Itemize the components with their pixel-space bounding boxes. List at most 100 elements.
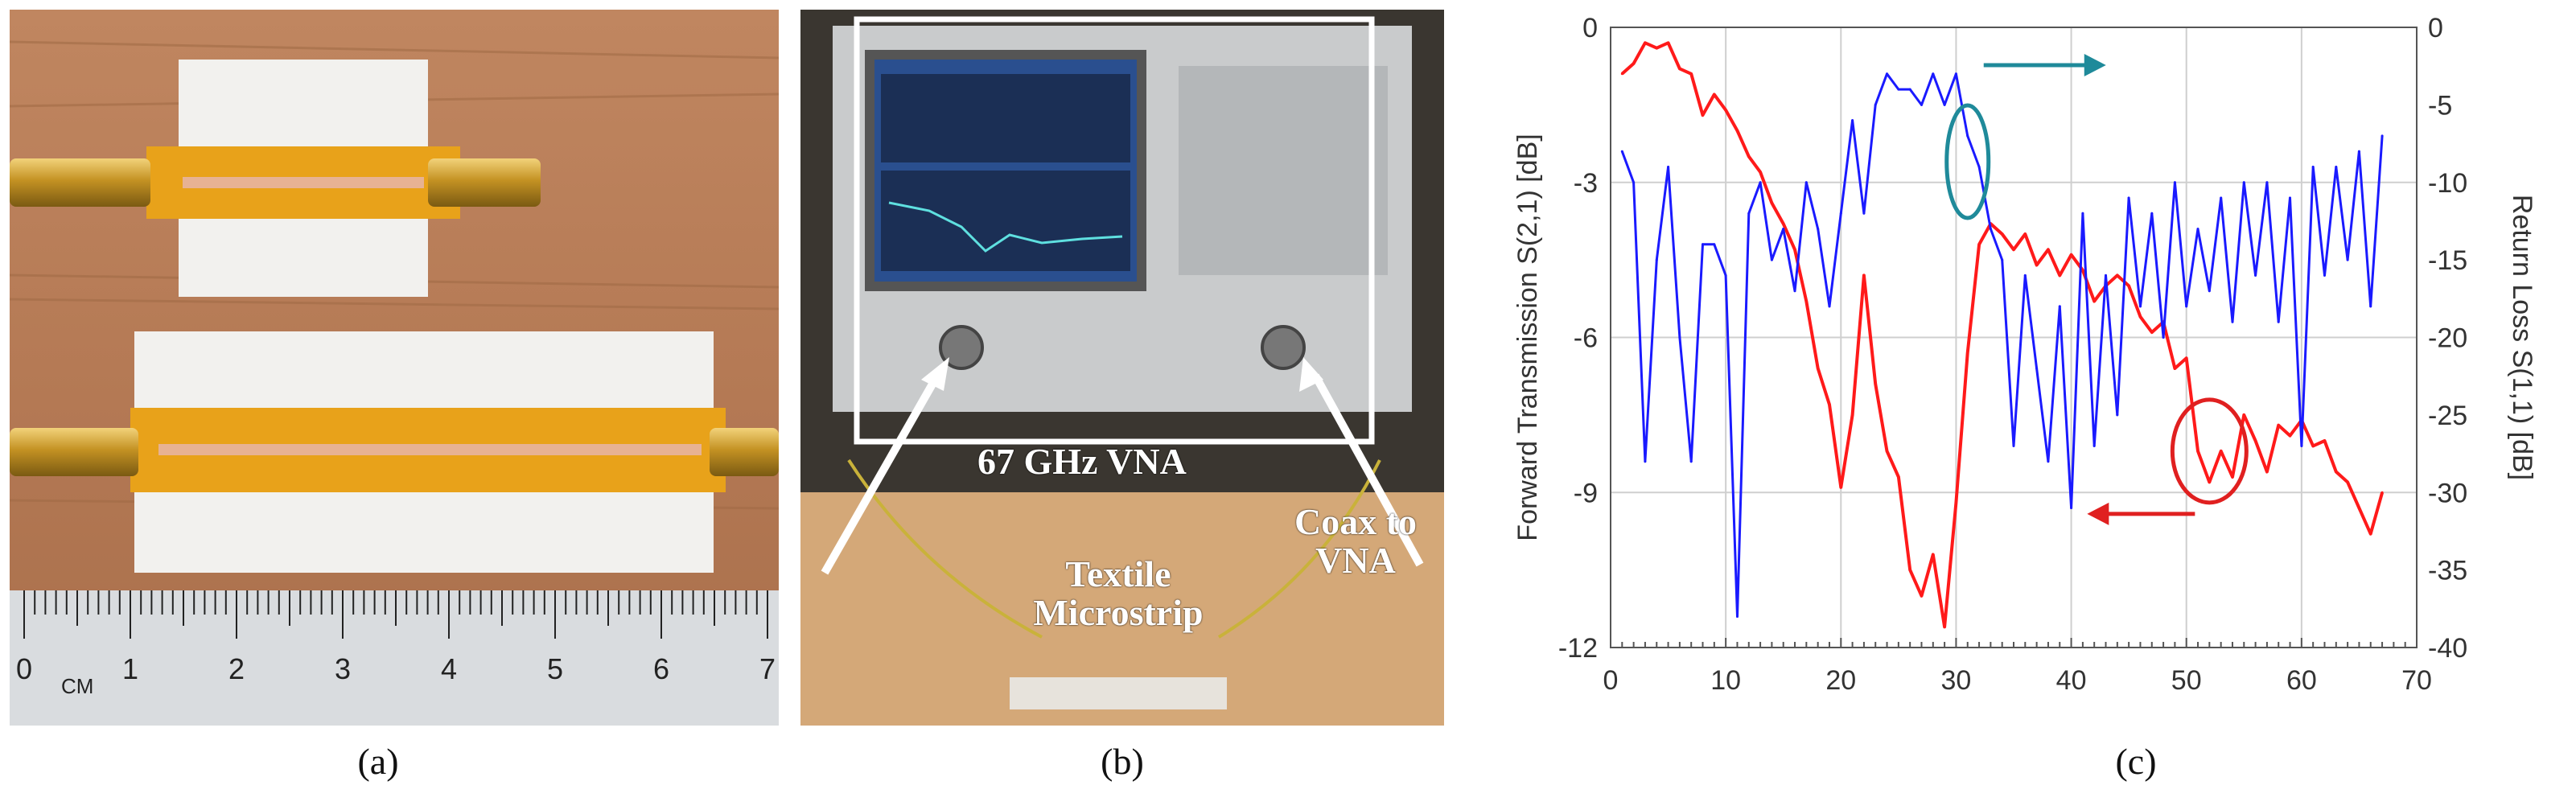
series-point-s11 xyxy=(2058,305,2061,308)
series-point-s11 xyxy=(2311,166,2315,168)
vna-setup-photo xyxy=(800,10,1444,726)
series-point-s11 xyxy=(1793,290,1796,293)
y2-tick-label: -20 xyxy=(2428,323,2467,354)
series-point-s21 xyxy=(2346,480,2349,483)
series-point-s11 xyxy=(1943,103,1946,106)
sma-connector-right-short xyxy=(428,158,541,207)
series-point-s11 xyxy=(2012,444,2015,447)
series-point-s11 xyxy=(1828,305,1831,308)
series-point-s11 xyxy=(2254,273,2257,277)
series-point-s21 xyxy=(2220,450,2223,453)
ruler-unit-label: CM xyxy=(61,674,93,698)
series-point-s11 xyxy=(2047,460,2050,463)
panel-b-photo xyxy=(800,10,1444,726)
series-point-s11 xyxy=(1782,228,1785,231)
vna-screen-plot-top xyxy=(881,74,1130,162)
series-point-s11 xyxy=(2162,336,2165,339)
caption-b: (b) xyxy=(1101,741,1144,782)
ruler-ticks xyxy=(23,590,768,639)
y2-tick-label: -5 xyxy=(2428,90,2452,121)
series-point-s21 xyxy=(1759,171,1762,174)
series-point-s11 xyxy=(2208,290,2211,293)
ruler-number: 6 xyxy=(653,652,669,685)
series-point-s21 xyxy=(1736,130,1739,132)
series-point-s11 xyxy=(1804,181,1808,184)
series-point-s11 xyxy=(1920,103,1923,106)
series-point-s21 xyxy=(2047,248,2050,251)
series-point-s11 xyxy=(2070,507,2073,509)
series-point-s21 xyxy=(2070,253,2073,257)
series-point-s11 xyxy=(1702,243,1704,246)
series-point-s11 xyxy=(1736,615,1739,618)
series-point-s21 xyxy=(1839,486,1842,489)
series-point-s11 xyxy=(1839,212,1842,215)
series-point-s21 xyxy=(2196,450,2199,453)
series-point-s21 xyxy=(1920,594,1923,598)
ruler-number: 0 xyxy=(16,652,32,685)
copper-line-long xyxy=(158,444,702,455)
series-point-s21 xyxy=(1667,41,1670,44)
chart-annotations xyxy=(1944,54,2249,525)
series-point-s11 xyxy=(1851,119,1854,122)
ruler-number: 7 xyxy=(759,652,776,685)
series-point-s11 xyxy=(2220,196,2223,199)
series-point-s11 xyxy=(2023,273,2027,277)
y-tick-label: -12 xyxy=(1558,633,1598,664)
series-point-s11 xyxy=(1689,460,1693,463)
series-point-s21 xyxy=(2323,439,2326,442)
series-point-s11 xyxy=(1644,460,1647,463)
series-point-s21 xyxy=(2242,413,2245,417)
series-point-s11 xyxy=(1817,228,1820,231)
sma-connector-left-long xyxy=(10,428,138,476)
annotation-arrowhead-left xyxy=(2087,502,2109,525)
series-point-s11 xyxy=(2081,212,2084,215)
series-point-s21 xyxy=(2127,284,2130,287)
copper-line-short xyxy=(183,177,424,188)
annotation-ellipse-s21 xyxy=(2170,397,2249,505)
series-point-s21 xyxy=(2081,269,2084,272)
x-tick-label: 60 xyxy=(2286,665,2317,696)
series-line-s21 xyxy=(1620,41,2385,629)
caption-c: (c) xyxy=(2115,741,2157,782)
series-point-s21 xyxy=(2277,424,2280,427)
series-point-s11 xyxy=(2150,212,2154,215)
series-point-s11 xyxy=(1897,88,1900,91)
arrowhead-port-1 xyxy=(921,357,949,391)
caption-a: (a) xyxy=(357,741,399,782)
x-tick-label: 50 xyxy=(2171,665,2202,696)
series-point-s21 xyxy=(2208,480,2211,483)
series-point-s11 xyxy=(1862,212,1866,215)
y2-axis-label: Return Loss S(1,1) [dB] xyxy=(2507,195,2537,480)
series-point-s21 xyxy=(1770,201,1773,204)
arrow-to-port-2 xyxy=(1311,373,1424,567)
series-point-s11 xyxy=(2242,181,2245,184)
series-point-s21 xyxy=(1851,413,1854,417)
series-point-s21 xyxy=(1862,273,1866,277)
series-point-s11 xyxy=(2035,367,2039,370)
series-point-s11 xyxy=(1759,181,1762,184)
series-point-s21 xyxy=(2173,367,2176,370)
series-point-s11 xyxy=(2323,273,2326,277)
series-point-s21 xyxy=(1966,352,1969,355)
y-tick-label: 0 xyxy=(1582,13,1598,43)
series-point-s21 xyxy=(1724,109,1727,112)
series-point-s21 xyxy=(2369,532,2372,536)
y-tick-label: -3 xyxy=(1574,168,1598,199)
series-point-s11 xyxy=(1620,150,1623,153)
series-point-s21 xyxy=(2092,300,2096,302)
y2-tick-label: -30 xyxy=(2428,478,2467,508)
x-tick-label: 20 xyxy=(1825,665,1856,696)
textile-microstrip-label: Textile Microstrip xyxy=(1033,553,1204,634)
series-point-s21 xyxy=(1943,625,1946,628)
series-point-s11 xyxy=(1747,212,1751,215)
vna-port-2 xyxy=(1261,325,1306,370)
series-point-s11 xyxy=(2381,134,2384,138)
series-point-s11 xyxy=(2231,320,2234,323)
y2-tick-label: -25 xyxy=(2428,401,2467,431)
series-point-s11 xyxy=(1667,166,1670,168)
ruler-number: 3 xyxy=(335,652,351,685)
arrowhead-port-2 xyxy=(1299,357,1323,392)
